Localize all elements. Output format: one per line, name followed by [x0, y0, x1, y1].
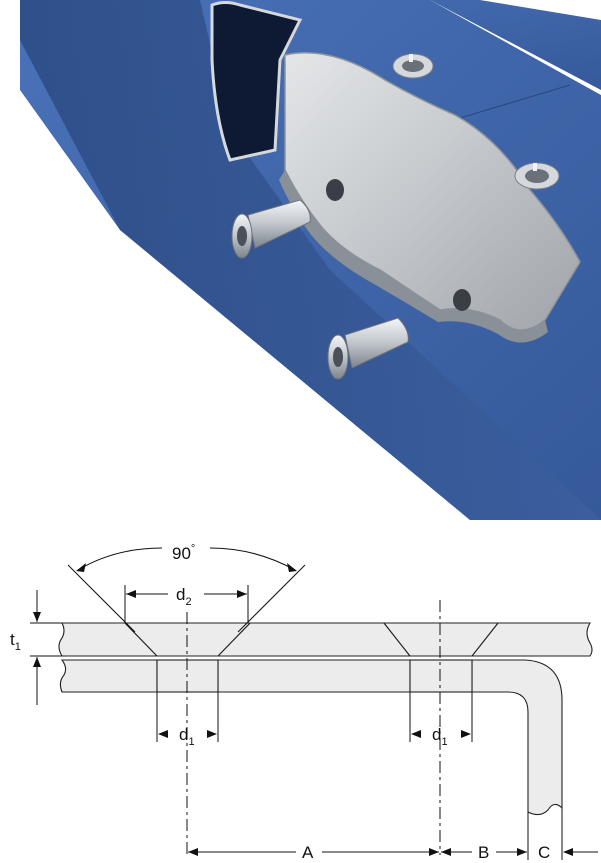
a-label: A: [302, 843, 314, 862]
a-arrow-left: [188, 848, 198, 856]
d1-right-label: d1: [432, 725, 448, 748]
d2-label: d2: [176, 585, 192, 608]
d1-right-arrow-a: [411, 730, 421, 738]
d1-right-arrow-b: [461, 730, 471, 738]
loose-rivet-nut-1: [231, 199, 311, 259]
t1-arrow-bottom: [33, 657, 41, 667]
a-arrow-right: [429, 848, 439, 856]
b-label: B: [478, 843, 489, 862]
angle-arrow-right: [287, 563, 297, 572]
angle-arc-left: [77, 547, 163, 571]
installed-rivet-nut-1: [392, 53, 434, 79]
plate-front-edge: [279, 170, 548, 343]
b-arrow-left: [441, 848, 451, 856]
lower-plate-section-mid: [217, 659, 411, 693]
upper-plate-section-mid: [216, 622, 412, 657]
countersink-right: [382, 622, 500, 657]
lower-plate-bend: [471, 659, 563, 816]
d1-left-arrow-b: [207, 730, 217, 738]
angle-leg-left: [67, 564, 136, 633]
d2-arrow-right: [237, 590, 247, 598]
t1-arrow-top: [33, 612, 41, 622]
beam-illustration: [20, 0, 601, 520]
loose-rivet-nut-2: [327, 317, 409, 380]
upper-plate-section-right: [470, 622, 593, 657]
t1-label: t1: [10, 630, 21, 653]
angle-arrow-left: [76, 563, 86, 572]
beam-cut-opening: [210, 1, 303, 162]
angle-label: 90°: [172, 543, 195, 563]
plate-hole-1: [326, 179, 344, 201]
d2-arrow-left: [126, 590, 136, 598]
d1-left-arrow-a: [158, 730, 168, 738]
angle-leg-right: [237, 564, 306, 633]
installed-rivet-nut-2: [514, 162, 560, 190]
d1-left-label: d1: [179, 725, 195, 748]
beam-side-face: [20, 0, 601, 520]
hole-lower-right: [409, 659, 473, 693]
c-label: C: [538, 843, 550, 862]
plate-hole-2: [453, 289, 471, 311]
angle-arc-right: [209, 547, 296, 571]
cross-section-drawing: 90° d2 t1 d1: [10, 543, 598, 862]
b-arrow-right: [517, 848, 527, 856]
lower-plate-section-left: [59, 659, 158, 693]
c-arrow: [563, 848, 573, 856]
